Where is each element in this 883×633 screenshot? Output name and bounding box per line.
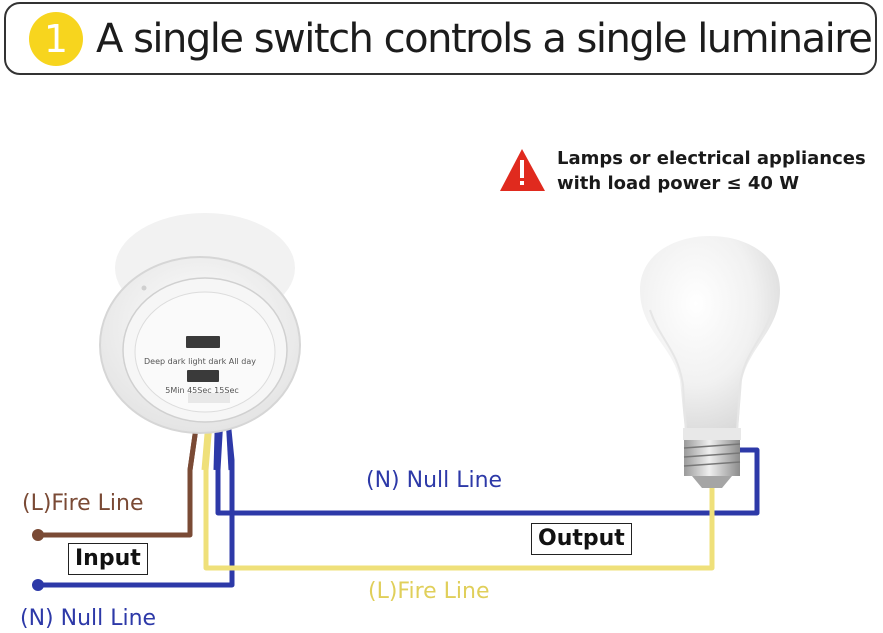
- warning-line-1: Lamps or electrical appliances: [557, 148, 866, 169]
- light-bulb: [640, 236, 780, 488]
- null-line-top-label: (N) Null Line: [366, 468, 503, 493]
- output-label: Output: [531, 523, 632, 555]
- null-line-left-label: (N) Null Line: [20, 606, 157, 631]
- fire-line-left-label: (L)Fire Line: [22, 491, 144, 516]
- warning-triangle-icon: [500, 149, 545, 191]
- warning-line-2: with load power ≤ 40 W: [557, 173, 800, 194]
- page-title: A single switch controls a single lumina…: [96, 16, 873, 62]
- step-number-badge: 1: [29, 12, 83, 66]
- fire-wire-terminal: [32, 529, 44, 541]
- null-wire-output: [215, 399, 760, 516]
- sensor-dial-bottom-label: 5Min 45Sec 15Sec: [165, 386, 239, 395]
- sensor-dial-top-label: Deep dark light dark All day: [144, 357, 256, 366]
- input-label: Input: [68, 543, 148, 575]
- null-wire-terminal: [32, 579, 44, 591]
- motion-sensor: [99, 213, 301, 434]
- warning-text: Lamps or electrical appliances with load…: [557, 146, 877, 196]
- title-box: 1 A single switch controls a single lumi…: [4, 2, 877, 75]
- fire-line-bottom-label: (L)Fire Line: [368, 579, 490, 604]
